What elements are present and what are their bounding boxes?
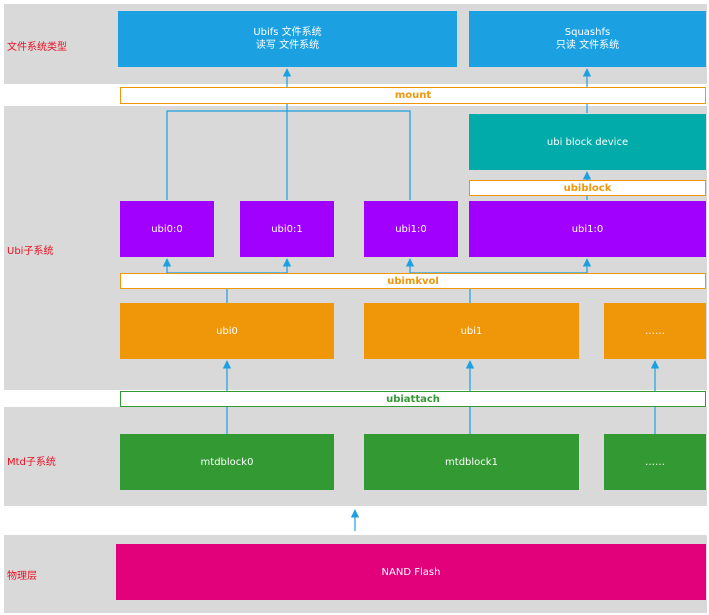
ubimkvol-command-bar: ubimkvol	[120, 273, 706, 289]
physical-layer-label: 物理层	[7, 571, 37, 582]
ubiattach-command-bar: ubiattach	[120, 391, 706, 407]
mtdblock0-box: mtdblock0	[120, 434, 334, 490]
ubi-layer-label: Ubi子系统	[7, 246, 54, 257]
squashfs-title: Squashfs	[564, 27, 611, 38]
ubifs-subtitle: 读写 文件系统	[255, 40, 320, 51]
ubi-device-ubi1: ubi1	[364, 303, 579, 359]
volume-ubi1-0-wide: ubi1:0	[469, 201, 706, 257]
volume-ubi0-1: ubi0:1	[240, 201, 334, 257]
mtdblock-more-box: ……	[604, 434, 706, 490]
nand-flash-box: NAND Flash	[116, 544, 706, 600]
mount-command-bar: mount	[120, 87, 706, 104]
ubi-device-ubi0: ubi0	[120, 303, 334, 359]
ubi-block-device-box: ubi block device	[469, 114, 706, 170]
mtdblock1-box: mtdblock1	[364, 434, 579, 490]
volume-ubi1-0: ubi1:0	[364, 201, 458, 257]
squashfs-filesystem-box: Squashfs 只读 文件系统	[469, 11, 706, 67]
ubi-device-more: ……	[604, 303, 706, 359]
ubiblock-command-bar: ubiblock	[469, 180, 706, 196]
ubifs-title: Ubifs 文件系统	[253, 27, 322, 38]
fs-layer-label: 文件系统类型	[7, 42, 67, 53]
squashfs-subtitle: 只读 文件系统	[555, 40, 620, 51]
mtd-layer-label: Mtd子系统	[7, 457, 56, 468]
ubifs-filesystem-box: Ubifs 文件系统 读写 文件系统	[118, 11, 457, 67]
volume-ubi0-0: ubi0:0	[120, 201, 214, 257]
